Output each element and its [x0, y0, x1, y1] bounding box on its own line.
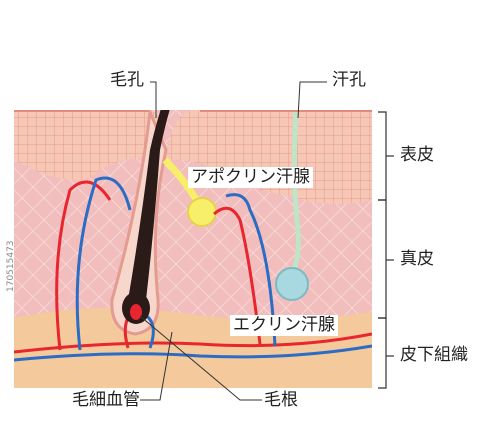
- dermal-papilla: [130, 304, 142, 320]
- apocrine-gland-shape: [187, 197, 217, 227]
- hair-shaft: [128, 110, 170, 303]
- watermark-id: 170515473: [6, 240, 16, 292]
- leader-lines: [139, 81, 327, 401]
- eccrine-gland-shape: [275, 267, 309, 301]
- label-apocrine-gland: アポクリン汗腺: [188, 167, 313, 188]
- vein-main: [14, 344, 372, 362]
- label-hair-pore: 毛孔: [110, 70, 144, 90]
- label-capillary: 毛細血管: [72, 390, 140, 410]
- eccrine-duct: [289, 111, 301, 274]
- skin-cross-section: [14, 110, 372, 388]
- label-epidermis: 表皮: [400, 145, 434, 165]
- artery-main: [14, 332, 372, 354]
- label-dermis: 真皮: [400, 249, 434, 269]
- label-eccrine-gland: エクリン汗腺: [230, 315, 338, 336]
- label-hair-root: 毛根: [264, 390, 298, 410]
- label-subcutaneous: 皮下組織: [400, 345, 468, 365]
- blood-vessels: [14, 176, 372, 362]
- layer-brackets: [378, 111, 394, 389]
- label-sweat-pore: 汗孔: [332, 70, 366, 90]
